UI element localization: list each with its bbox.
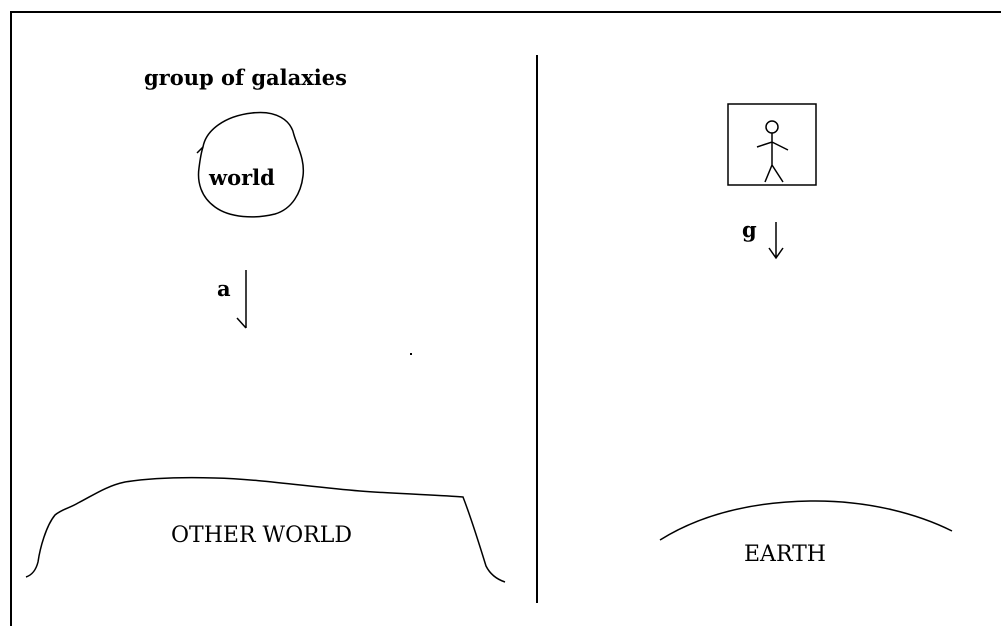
world-label: world (209, 167, 275, 188)
gravity-label: g (742, 219, 757, 240)
gravity-arrow-icon (769, 222, 783, 258)
acceleration-label: a (217, 278, 231, 299)
other-world-label: OTHER WORLD (171, 525, 352, 547)
acceleration-arrow-icon (237, 270, 246, 328)
frame-border (11, 12, 1001, 626)
earth-label: EARTH (744, 544, 826, 566)
stick-figure-icon (757, 121, 788, 182)
group-of-galaxies-label: group of galaxies (144, 67, 347, 88)
earth-surface (660, 501, 952, 540)
stray-dot (410, 353, 412, 355)
